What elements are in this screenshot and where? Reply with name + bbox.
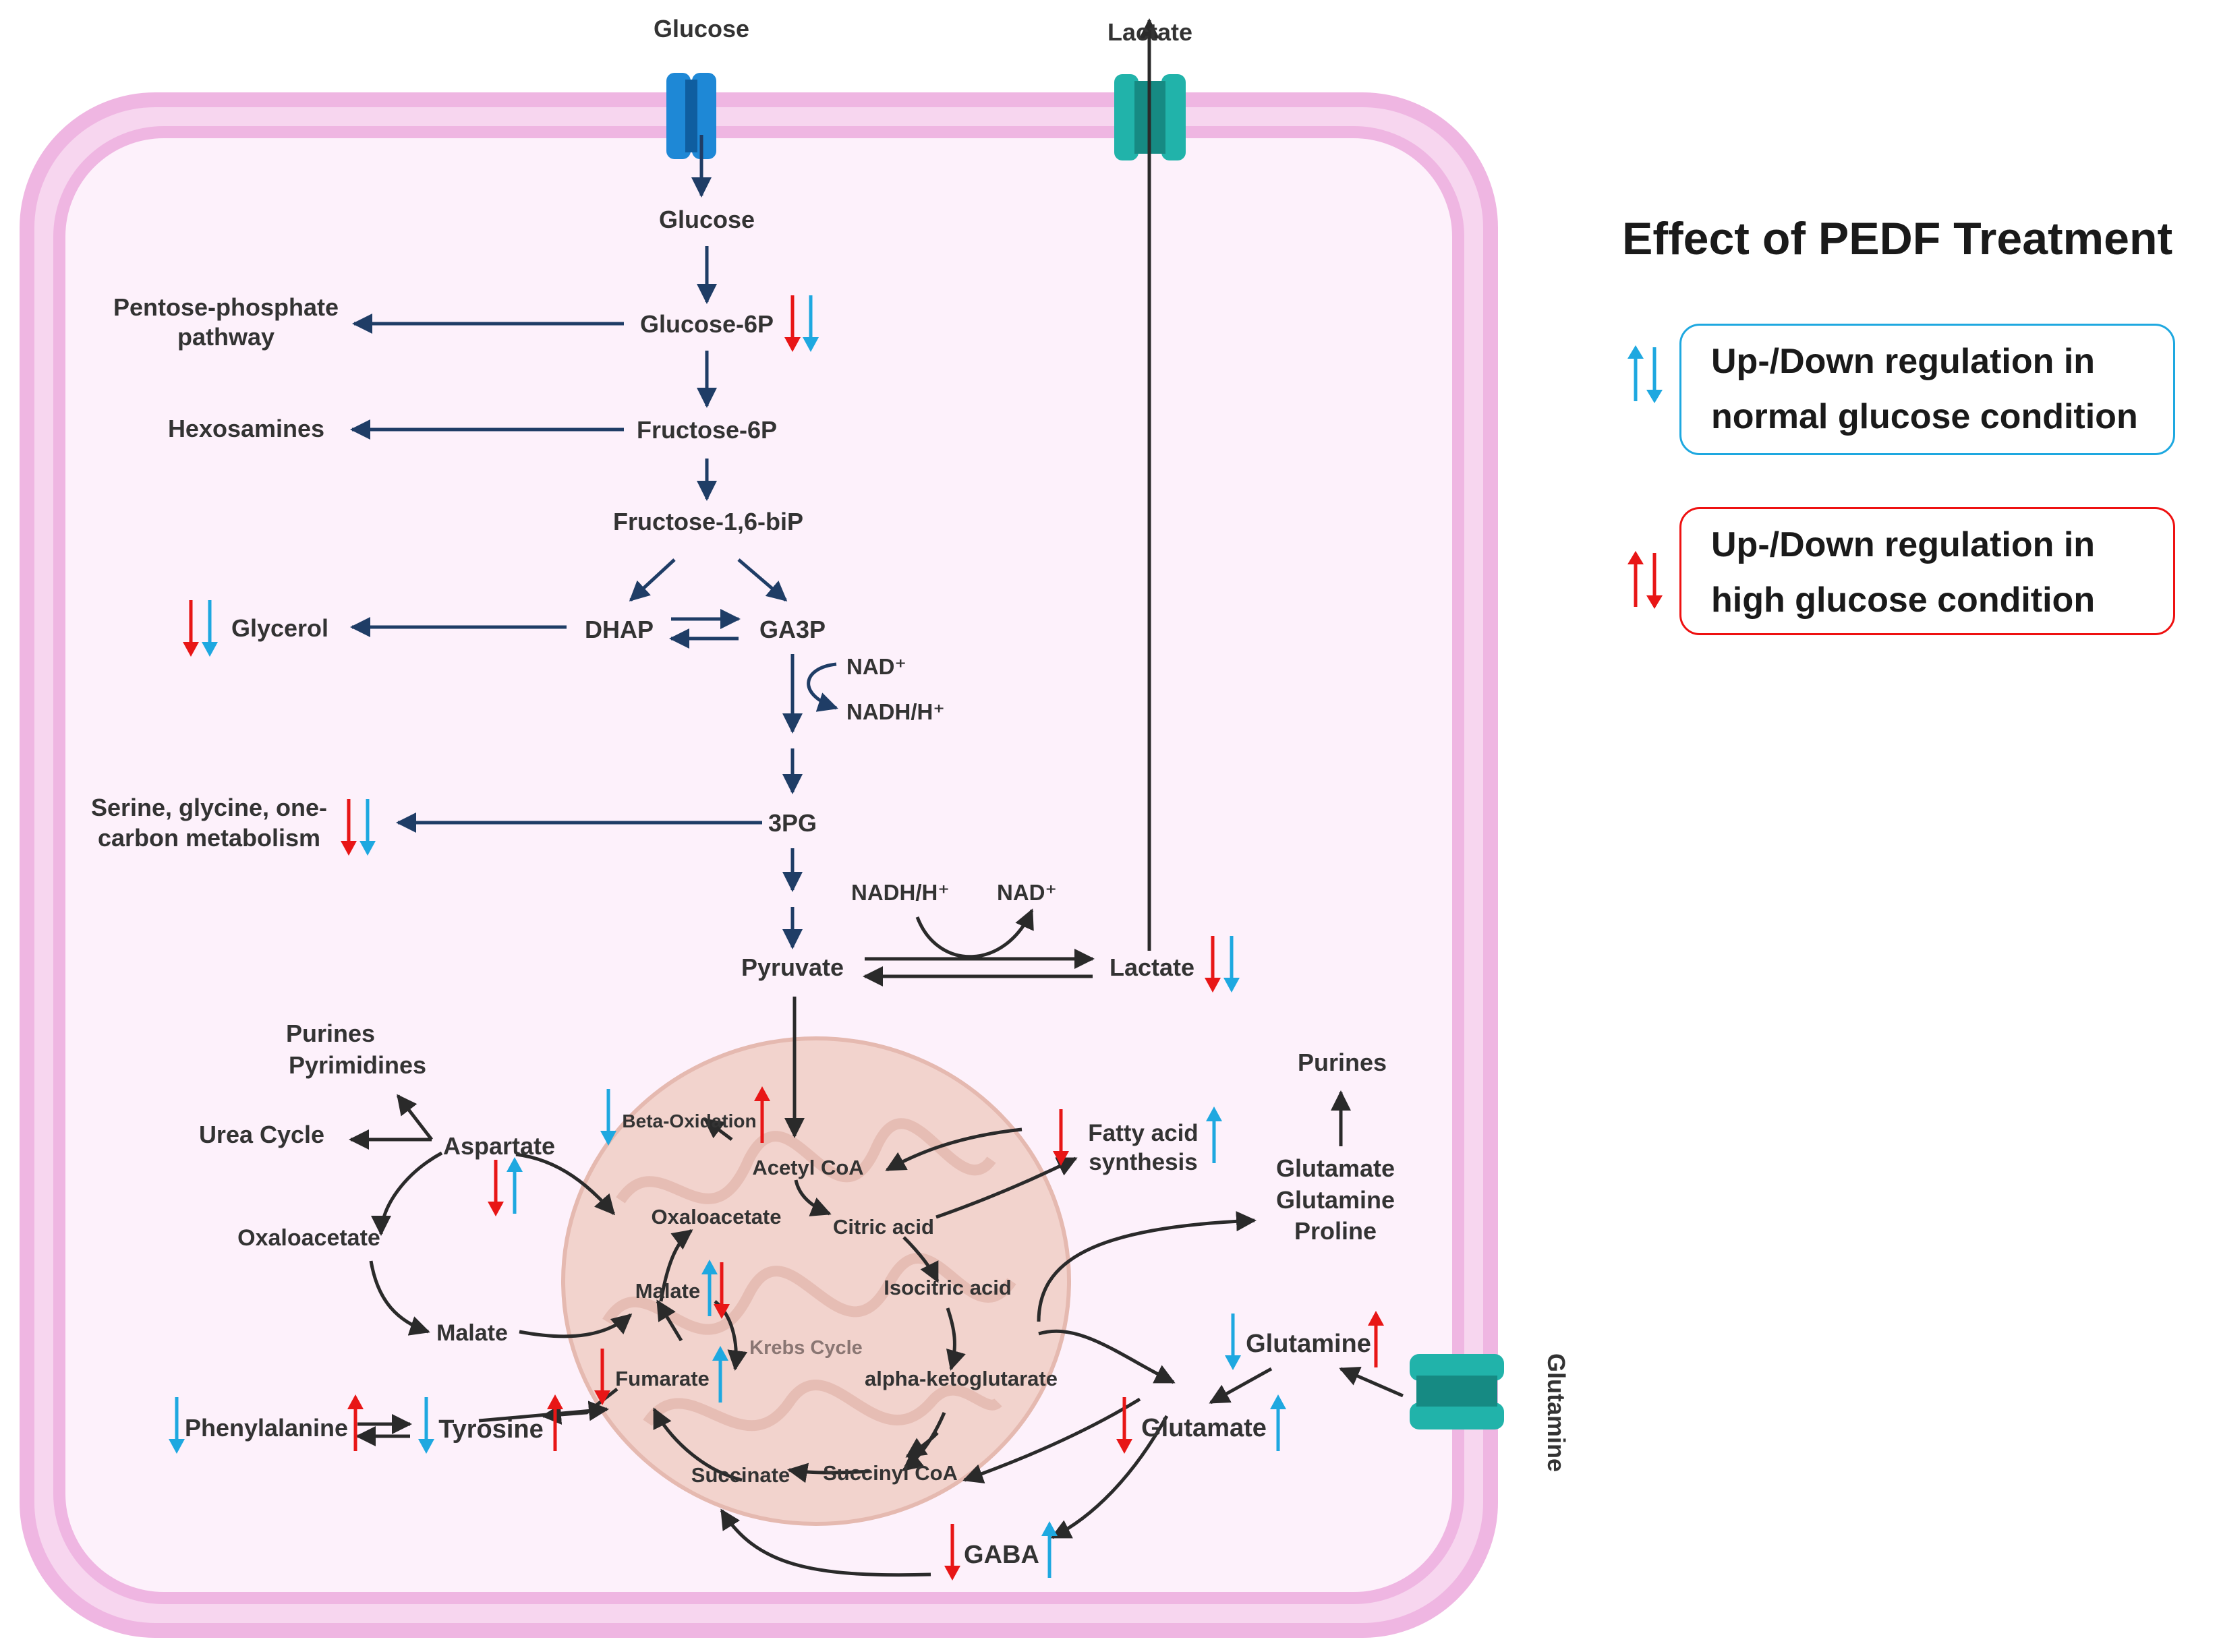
- legend-high-line2: high glucose condition: [1711, 581, 2096, 620]
- arrow-down-icon-normal-phenylalanine: [169, 1397, 185, 1454]
- legend-normal-line2: normal glucose condition: [1711, 397, 2138, 436]
- arrow-up-icon-high-glutamine: [1368, 1311, 1384, 1367]
- label-nadh1: NADH/H⁺: [846, 699, 945, 724]
- arrow-down-icon-normal-lactate: [1223, 936, 1240, 993]
- label-malate-mito: Malate: [635, 1279, 700, 1303]
- arrow-down-icon-normal-serine-glycine-one-carbon-metabolism: [359, 799, 376, 856]
- label-urea-cycle: Urea Cycle: [199, 1121, 324, 1148]
- glutamine-transporter-icon: [1410, 1354, 1504, 1429]
- arrow-down-icon-high-malate: [714, 1262, 730, 1319]
- label-ggp-line2: Glutamine: [1276, 1186, 1395, 1214]
- label-serine-line2: carbon metabolism: [98, 824, 320, 852]
- label-glutamate: Glutamate: [1141, 1414, 1267, 1442]
- arrow-down-icon-high-lactate: [1205, 936, 1221, 993]
- label-pyruvate: Pyruvate: [741, 953, 844, 981]
- label-lactate-in: Lactate: [1110, 953, 1194, 981]
- arrow-up-icon-high-beta-oxidation: [754, 1086, 770, 1143]
- label-ppp-line2: pathway: [177, 323, 275, 351]
- label-purines-pyr-line2: Pyrimidines: [289, 1051, 426, 1079]
- legend-normal-arrows-icon: [1627, 345, 1663, 403]
- label-isocitric-acid: Isocitric acid: [884, 1276, 1012, 1299]
- arrow-up-icon-normal-malate: [701, 1260, 718, 1316]
- label-ga3p: GA3P: [759, 616, 826, 643]
- label-phenylalanine: Phenylalanine: [185, 1414, 348, 1442]
- arrow-down-icon-high-fumarate: [594, 1349, 610, 1405]
- arrow-up-icon-normal-fatty-acid-synthesis: [1206, 1107, 1222, 1163]
- arrow-down-icon-normal-glutamine: [1225, 1314, 1241, 1370]
- label-serine-line1: Serine, glycine, one-: [91, 794, 327, 821]
- arrow-up-icon-high-phenylalanine: [347, 1394, 364, 1451]
- cell-cytoplasm: [53, 126, 1464, 1604]
- label-oxaloacetate-mito: Oxaloacetate: [652, 1205, 782, 1229]
- arrow-down-icon-high-aspartate: [488, 1160, 504, 1216]
- label-fructose6p: Fructose-6P: [637, 416, 777, 444]
- arrow-up-icon-normal-gaba: [1041, 1521, 1058, 1578]
- glycolysis-arrows: [350, 135, 838, 949]
- label-fatty-line1: Fatty acid: [1088, 1120, 1198, 1146]
- label-malate-cyto: Malate: [436, 1320, 508, 1346]
- legend-title: Effect of PEDF Treatment: [1622, 213, 2173, 264]
- label-glucose-out: Glucose: [654, 15, 749, 42]
- glucose-transporter-icon: [666, 73, 716, 159]
- label-nad1: NAD⁺: [846, 654, 906, 679]
- label-nadh2: NADH/H⁺: [851, 880, 950, 905]
- arrow-up-icon-high-tyrosine: [547, 1394, 563, 1451]
- legend-high-arrows-icon: [1627, 551, 1663, 609]
- label-dhap: DHAP: [585, 616, 654, 643]
- label-beta-oxidation: Beta-Oxidation: [622, 1111, 756, 1131]
- label-hexosamines: Hexosamines: [168, 415, 324, 442]
- label-krebs-cycle: Krebs Cycle: [749, 1337, 863, 1359]
- label-fructose16bp: Fructose-1,6-biP: [613, 508, 803, 535]
- arrow-down-icon-high-serine-glycine-one-carbon-metabolism: [341, 799, 357, 856]
- label-ggp-line1: Glutamate: [1276, 1154, 1395, 1182]
- label-glutamine-out: Glutamine: [1543, 1353, 1570, 1472]
- label-gaba: GABA: [964, 1541, 1039, 1569]
- arrow-down-icon-high-fatty-acid-synthesis: [1053, 1109, 1069, 1166]
- arrow-down-icon-high-glutamate: [1116, 1397, 1132, 1454]
- label-akg: alpha-ketoglutarate: [865, 1367, 1058, 1390]
- label-glucose-in: Glucose: [659, 206, 755, 233]
- arrow-down-icon-normal-glucose-6p: [803, 295, 819, 352]
- arrow-up-icon-normal-fumarate: [712, 1346, 728, 1403]
- label-glucose6p: Glucose-6P: [640, 310, 774, 338]
- arrow-down-icon-normal-glycerol: [202, 600, 218, 657]
- legend-normal-line1: Up-/Down regulation in: [1711, 342, 2096, 381]
- label-aspartate: Aspartate: [443, 1132, 555, 1160]
- label-succinyl-coa: Succinyl CoA: [823, 1461, 958, 1485]
- label-lactate-out: Lactate: [1107, 18, 1192, 46]
- label-purines: Purines: [1298, 1049, 1387, 1076]
- metabolic-arrows: [349, 18, 1404, 1577]
- label-glutamine-in: Glutamine: [1246, 1330, 1371, 1358]
- regulation-arrows: [169, 295, 1384, 1581]
- label-tyrosine: Tyrosine: [438, 1415, 544, 1444]
- arrow-down-icon-high-glycerol: [183, 600, 199, 657]
- arrow-down-icon-normal-beta-oxidation: [600, 1089, 616, 1146]
- label-ppp-line1: Pentose-phosphate: [113, 293, 339, 321]
- label-citric-acid: Citric acid: [833, 1215, 934, 1239]
- legend-high-glucose: Up-/Down regulation in high glucose cond…: [1679, 507, 2175, 635]
- label-3pg: 3PG: [768, 809, 817, 837]
- label-fumarate: Fumarate: [615, 1367, 710, 1390]
- arrow-down-icon-high-gaba: [944, 1524, 960, 1581]
- label-oxaloacetate-cyto: Oxaloacetate: [237, 1225, 380, 1251]
- label-acetyl-coa: Acetyl CoA: [752, 1156, 863, 1179]
- arrow-down-icon-normal-tyrosine: [418, 1397, 434, 1454]
- label-glycerol: Glycerol: [231, 614, 328, 642]
- label-purines-pyr-line1: Purines: [286, 1020, 375, 1047]
- label-nad2: NAD⁺: [997, 880, 1057, 905]
- arrow-up-icon-normal-aspartate: [507, 1157, 523, 1214]
- legend-high-line1: Up-/Down regulation in: [1711, 525, 2096, 564]
- label-fatty-line2: synthesis: [1089, 1149, 1197, 1175]
- label-ggp-line3: Proline: [1294, 1217, 1377, 1245]
- legend-normal-glucose: Up-/Down regulation in normal glucose co…: [1679, 324, 2175, 455]
- arrow-down-icon-high-glucose-6p: [784, 295, 801, 352]
- pathway-labels: Glucose Lactate Glucose Glucose-6P Pento…: [91, 15, 1570, 1569]
- label-succinate: Succinate: [691, 1463, 790, 1487]
- arrow-up-icon-normal-glutamate: [1270, 1394, 1286, 1451]
